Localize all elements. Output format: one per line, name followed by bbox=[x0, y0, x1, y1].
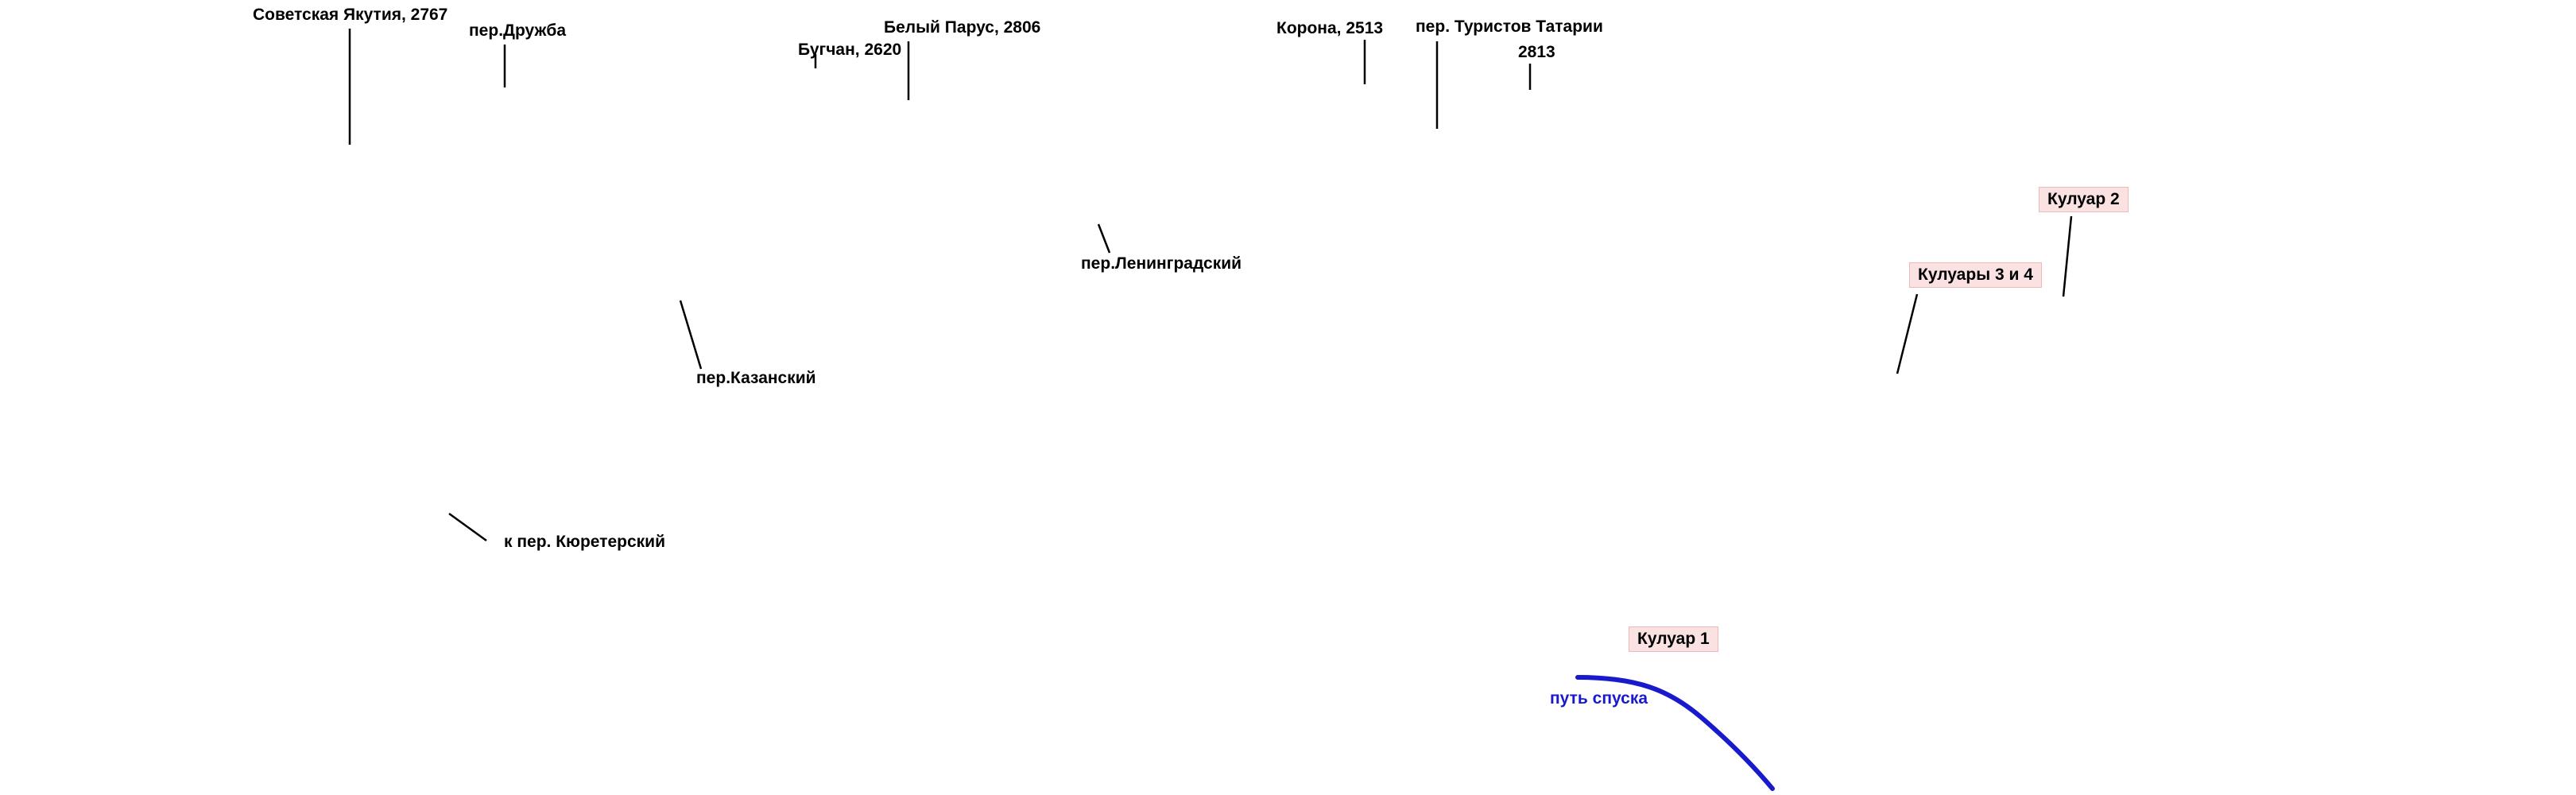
label-per-kazanskiy: пер.Казанский bbox=[696, 369, 816, 387]
leader-line-kuluary-3-i-4 bbox=[1896, 293, 1919, 374]
label-korona: Корона, 2513 bbox=[1276, 19, 1384, 37]
label-k-per-kyureterskiy: к пер. Кюретерский bbox=[504, 533, 665, 551]
leader-line-per-kazanskiy bbox=[679, 300, 703, 370]
label-per-leningradskiy: пер.Ленинградский bbox=[1081, 254, 1242, 273]
label-height-2813: 2813 bbox=[1518, 43, 1555, 61]
leader-line-k-per-kyureterskiy bbox=[448, 512, 487, 542]
label-kuluary-3-i-4: Кулуары 3 и 4 bbox=[1909, 262, 2042, 288]
label-belyi-parus: Белый Парус, 2806 bbox=[884, 18, 1041, 37]
label-kuluar-1: Кулуар 1 bbox=[1629, 626, 1718, 652]
label-per-turistov-tatarii: пер. Туристов Татарии bbox=[1416, 17, 1603, 36]
leader-line-per-leningradskiy bbox=[1097, 223, 1111, 254]
label-bugchan: Бугчан, 2620 bbox=[798, 41, 902, 59]
label-kuluar-2: Кулуар 2 bbox=[2039, 187, 2129, 212]
label-put-spuska: путь спуска bbox=[1550, 689, 1648, 708]
descent-route-line bbox=[1575, 675, 1775, 791]
label-per-druzhba: пер.Дружба bbox=[469, 21, 567, 40]
label-sovetskaya-yakutiya: Советская Якутия, 2767 bbox=[253, 6, 448, 24]
leader-line-kuluar-2 bbox=[2062, 215, 2073, 297]
